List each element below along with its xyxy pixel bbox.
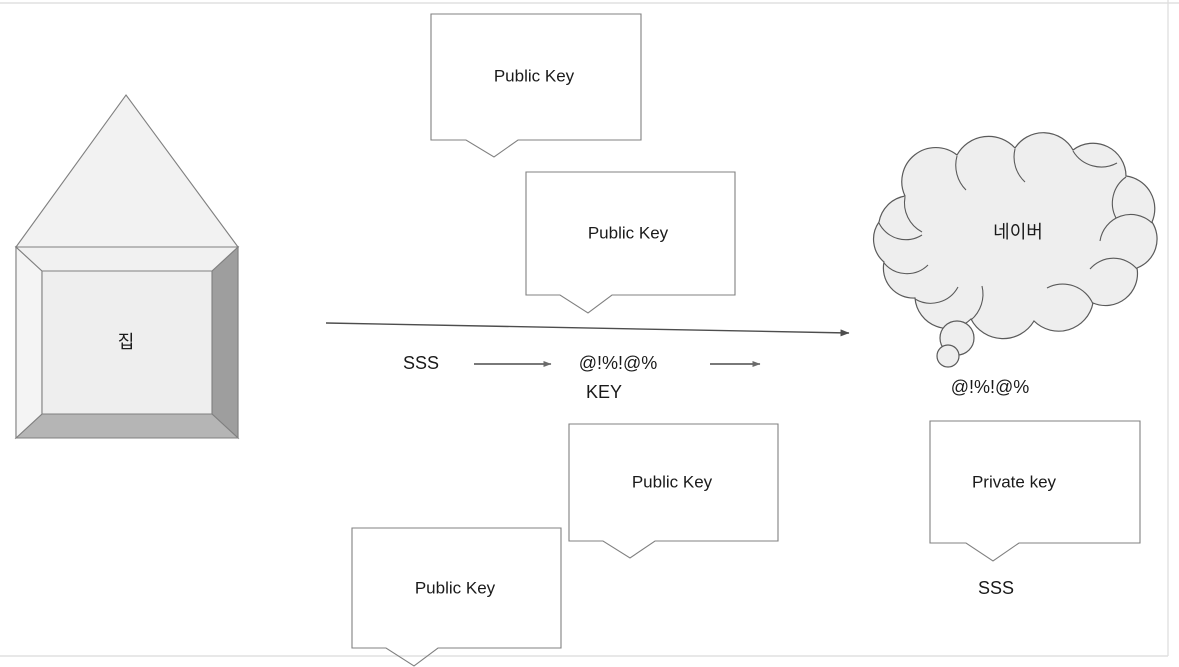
cloud-shape[interactable]: 네이버 [872,132,1158,368]
house-label: 집 [118,332,135,353]
callout-label: Public Key [494,66,575,85]
callout-public-key-4[interactable]: Public Key [351,527,562,667]
house-shape[interactable]: 집 [14,94,240,440]
cloud-lobe-arcs [878,148,1153,321]
callout-label: Public Key [632,472,713,491]
house-inner-panel [41,270,213,415]
house-roof [14,94,240,248]
callout-body [929,420,1141,562]
cloud-body [872,132,1158,340]
long-transmission-arrow [325,322,850,337]
callout-label: Public Key [415,578,496,597]
cloud-decrypted-label: SSS [978,578,1014,598]
flow-key-label: KEY [586,382,622,402]
house-face-right [211,245,239,440]
callout-label: Public Key [588,223,669,242]
cloud-label: 네이버 [993,222,1043,243]
callout-public-key-3[interactable]: Public Key [568,423,779,559]
cloud-encrypted-label: @!%!@% [951,377,1030,397]
flow-encrypted-label: @!%!@% [579,353,658,373]
callout-public-key-1[interactable]: Public Key [430,13,642,158]
callout-public-key-2[interactable]: Public Key [525,171,736,314]
callout-private-key[interactable]: Private key [929,420,1141,562]
house-face-top [14,246,240,272]
callout-label: Private key [972,472,1057,491]
house-face-left [15,245,43,440]
flow-source-label: SSS [403,353,439,373]
cloud-tail-bubble-small [936,344,960,368]
callout-body [351,527,562,667]
callout-body [430,13,642,158]
house-face-bottom [14,413,240,439]
callout-body [525,171,736,314]
callout-body [568,423,779,559]
